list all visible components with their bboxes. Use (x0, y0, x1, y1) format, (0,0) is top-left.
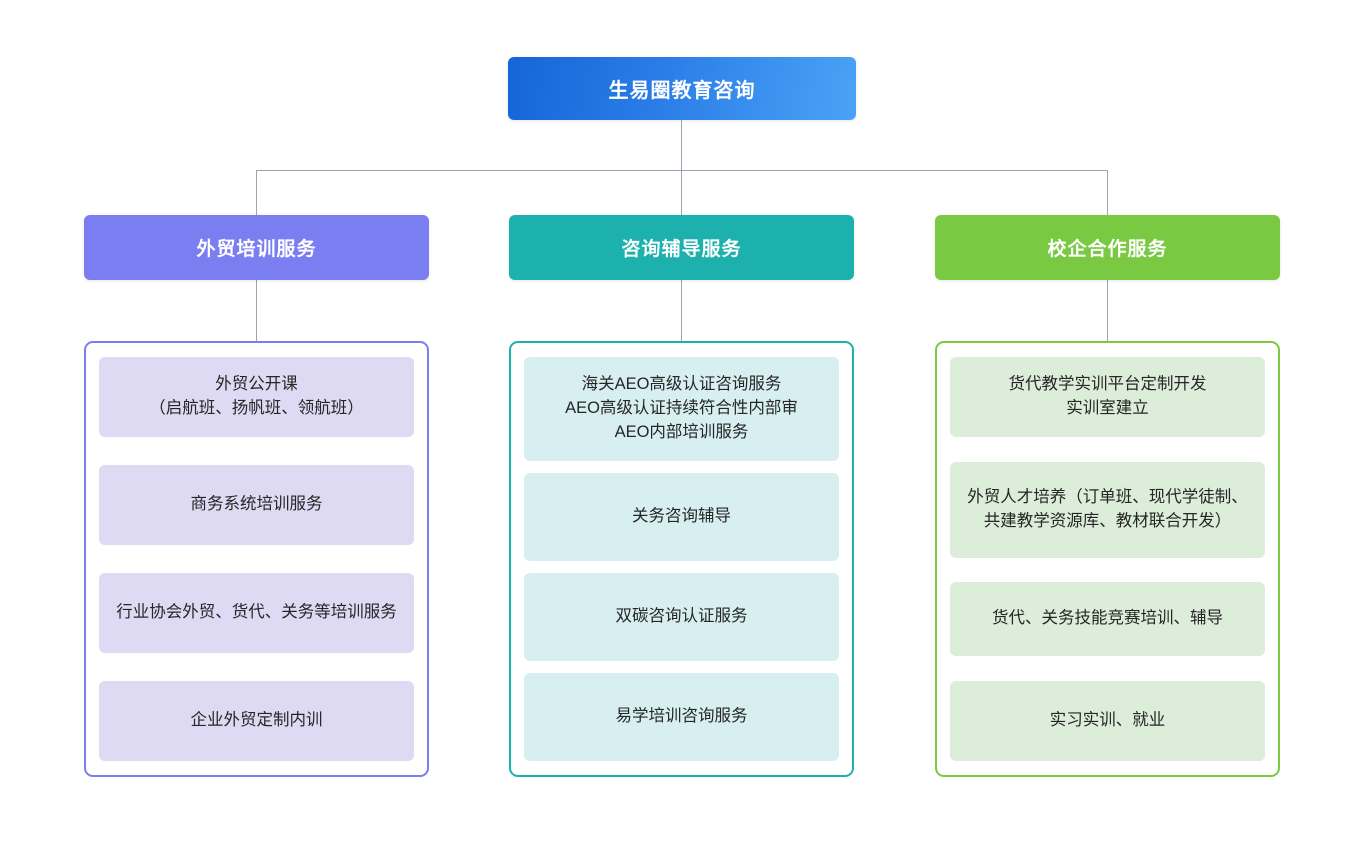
service-item[interactable]: 企业外贸定制内训 (99, 681, 414, 761)
connector-root-vertical (681, 120, 682, 171)
service-item-label: 海关AEO高级认证咨询服务 AEO高级认证持续符合性内部审 AEO内部培训服务 (565, 375, 798, 441)
service-item-label: 外贸公开课 （启航班、扬帆班、领航班） (149, 375, 364, 417)
service-item-label: 货代教学实训平台定制开发 实训室建立 (1008, 375, 1207, 417)
service-item[interactable]: 关务咨询辅导 (524, 473, 839, 561)
connector-branch-vertical-2 (681, 170, 682, 215)
service-item-label: 货代、关务技能竞赛培训、辅导 (992, 609, 1223, 628)
service-item-label: 关务咨询辅导 (632, 507, 731, 526)
branch-body-school-enterprise: 货代教学实训平台定制开发 实训室建立 外贸人才培养（订单班、现代学徒制、共建教学… (935, 341, 1280, 777)
service-item-label: 易学培训咨询服务 (615, 707, 748, 726)
service-item[interactable]: 货代、关务技能竞赛培训、辅导 (950, 582, 1265, 657)
service-item[interactable]: 商务系统培训服务 (99, 465, 414, 545)
root-node-label: 生易圈教育咨询 (608, 80, 756, 102)
service-item[interactable]: 行业协会外贸、货代、关务等培训服务 (99, 573, 414, 653)
service-item[interactable]: 外贸公开课 （启航班、扬帆班、领航班） (99, 357, 414, 437)
connector-branch-vertical-3 (1107, 170, 1108, 215)
connector-header-to-body-3 (1107, 280, 1108, 341)
service-item[interactable]: 外贸人才培养（订单班、现代学徒制、共建教学资源库、教材联合开发） (950, 461, 1265, 558)
branch-header-label: 校企合作服务 (1047, 239, 1168, 260)
branch-column-consulting: 咨询辅导服务 海关AEO高级认证咨询服务 AEO高级认证持续符合性内部审 AEO… (509, 215, 854, 777)
service-item[interactable]: 易学培训咨询服务 (524, 673, 839, 761)
branch-column-training: 外贸培训服务 外贸公开课 （启航班、扬帆班、领航班） 商务系统培训服务 行业协会… (84, 215, 429, 777)
branch-header-training[interactable]: 外贸培训服务 (84, 215, 429, 280)
connector-header-to-body-2 (681, 280, 682, 341)
connector-horizontal-bus (256, 170, 1108, 171)
service-item[interactable]: 双碳咨询认证服务 (524, 573, 839, 661)
branch-body-training: 外贸公开课 （启航班、扬帆班、领航班） 商务系统培训服务 行业协会外贸、货代、关… (84, 341, 429, 777)
branch-body-consulting: 海关AEO高级认证咨询服务 AEO高级认证持续符合性内部审 AEO内部培训服务 … (509, 341, 854, 777)
service-item-label: 商务系统培训服务 (190, 495, 323, 514)
root-node-company[interactable]: 生易圈教育咨询 (508, 57, 856, 120)
service-item[interactable]: 货代教学实训平台定制开发 实训室建立 (950, 357, 1265, 437)
branch-column-school-enterprise: 校企合作服务 货代教学实训平台定制开发 实训室建立 外贸人才培养（订单班、现代学… (935, 215, 1280, 777)
branch-header-school-enterprise[interactable]: 校企合作服务 (935, 215, 1280, 280)
service-item[interactable]: 海关AEO高级认证咨询服务 AEO高级认证持续符合性内部审 AEO内部培训服务 (524, 357, 839, 461)
branch-header-label: 外贸培训服务 (196, 239, 317, 260)
service-item-label: 企业外贸定制内训 (190, 711, 323, 730)
service-item-label: 实习实训、就业 (1049, 711, 1166, 729)
service-item-label: 外贸人才培养（订单班、现代学徒制、共建教学资源库、教材联合开发） (967, 487, 1248, 530)
connector-branch-vertical-1 (256, 170, 257, 215)
connector-header-to-body-1 (256, 280, 257, 341)
service-item[interactable]: 实习实训、就业 (950, 680, 1265, 761)
service-item-label: 行业协会外贸、货代、关务等培训服务 (116, 603, 397, 622)
branch-header-label: 咨询辅导服务 (621, 239, 742, 260)
service-item-label: 双碳咨询认证服务 (615, 607, 748, 626)
branch-header-consulting[interactable]: 咨询辅导服务 (509, 215, 854, 280)
